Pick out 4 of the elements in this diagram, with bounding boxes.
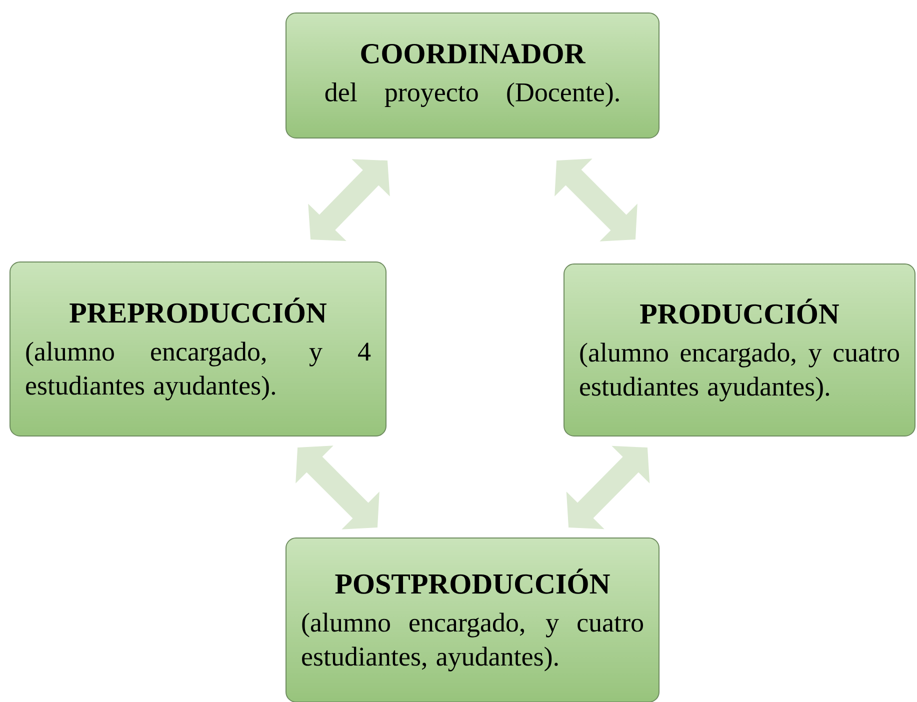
- role-box: PRODUCCIÓN (alumno encargado, y cuatro estudiantes ayudantes).: [564, 264, 916, 436]
- role-box: COORDINADOR del proyecto (Docente).: [286, 12, 660, 138]
- role-box: PREPRODUCCIÓN (alumno encargado, y 4 estudiantes ayudantes).: [10, 262, 386, 436]
- role-box: POSTPRODUCCIÓN (alumno encargado, y cuatro estudiantes, ayudantes).: [286, 538, 660, 702]
